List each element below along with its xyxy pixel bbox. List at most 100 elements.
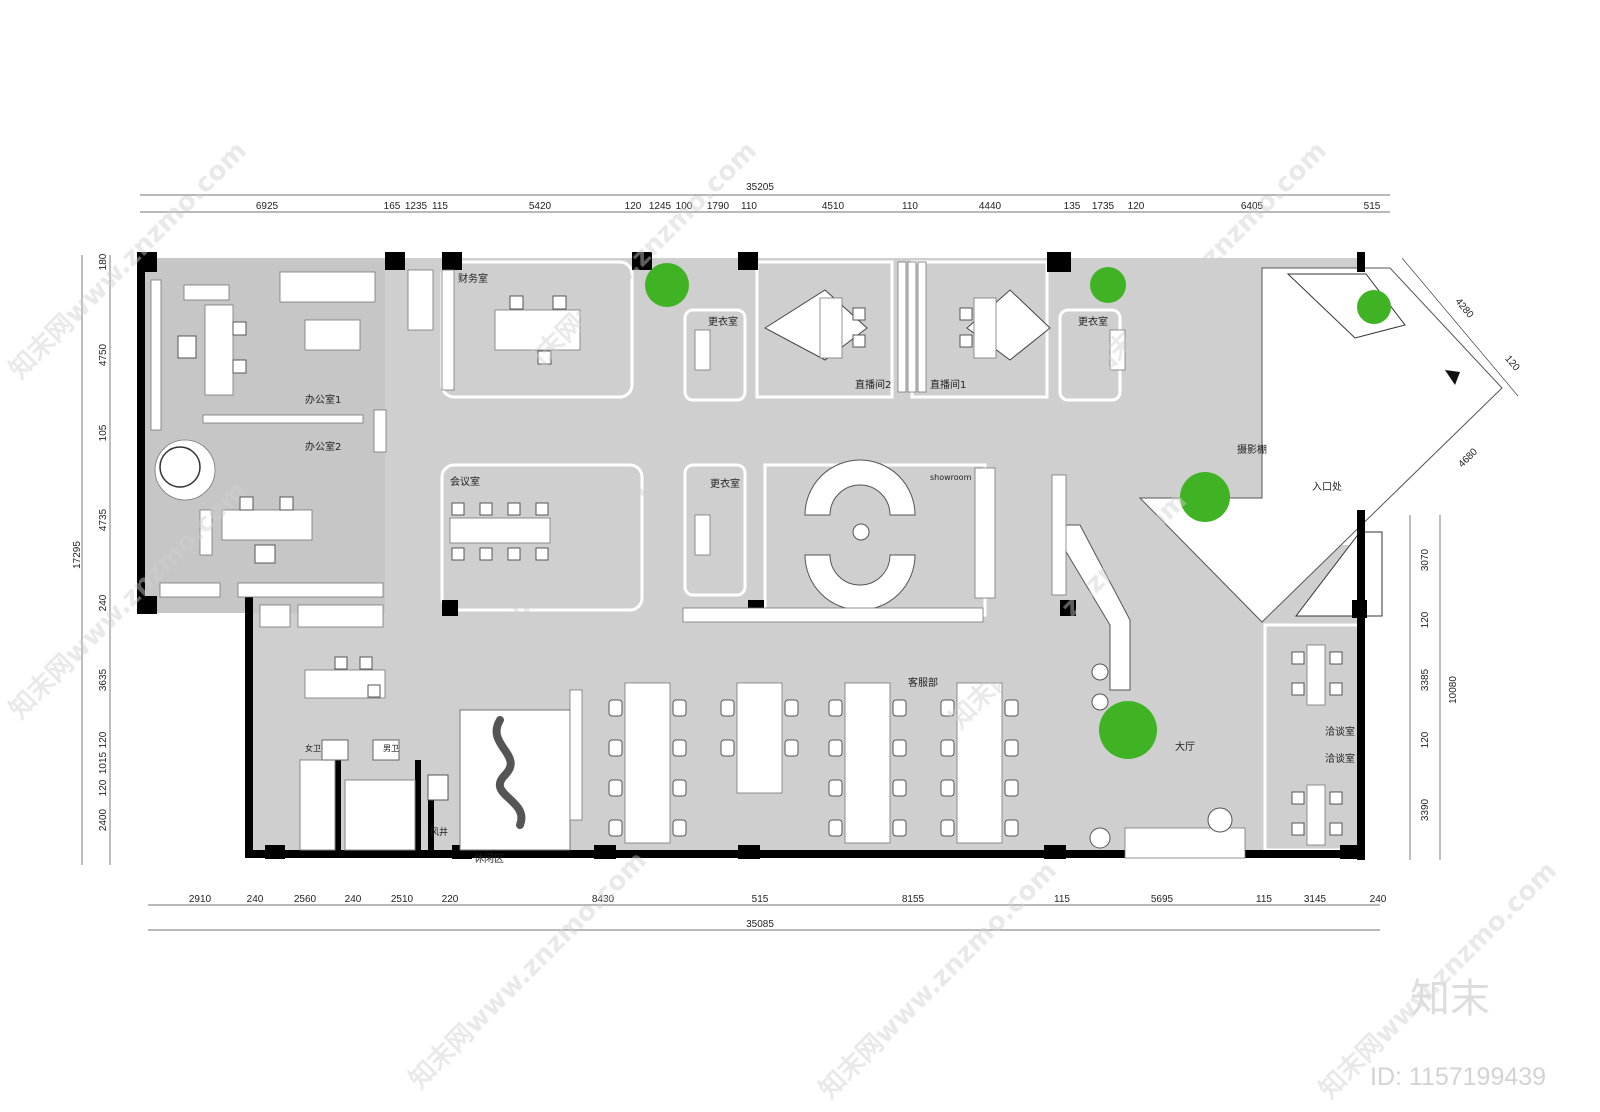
dim-top: 4440 [979, 201, 1002, 212]
room-label-live2: 直播间2 [855, 378, 891, 391]
room-label-changing3: 更衣室 [710, 477, 740, 490]
chair-icon [608, 779, 623, 797]
chair-icon [1004, 739, 1019, 757]
dim-top: 115 [432, 201, 448, 212]
dim-top: 1790 [707, 201, 730, 212]
dim-top: 120 [1128, 201, 1145, 212]
dim-right: 3385 [1420, 668, 1431, 691]
dim-top: 6925 [256, 201, 279, 212]
watermark-brand: 知末 [1410, 976, 1490, 1022]
dim-bottom: 240 [1370, 894, 1387, 905]
dims-right: 3070 120 3385 120 3390 10080 [1420, 548, 1459, 821]
dim-diag: 4280 [1453, 296, 1476, 320]
room-label-changing2: 更衣室 [1078, 315, 1108, 328]
dim-top: 1245 [649, 201, 672, 212]
watermark-text: 知末网www.znzmo.com [814, 856, 1063, 1105]
chair-icon [608, 819, 623, 837]
dim-top: 1235 [405, 201, 428, 212]
chair-icon [892, 699, 907, 717]
dim-right: 3390 [1420, 798, 1431, 821]
chair-icon [672, 699, 687, 717]
dim-bottom: 240 [247, 894, 264, 905]
chair-icon [940, 699, 955, 717]
chair-icon [1004, 699, 1019, 717]
workstation-chairs [608, 699, 1019, 837]
dim-left: 3635 [98, 668, 109, 691]
chair-icon [1004, 819, 1019, 837]
dim-top: 110 [741, 201, 757, 212]
dim-bottom: 2910 [189, 894, 212, 905]
tree-icon [1090, 267, 1126, 303]
chair-icon [672, 739, 687, 757]
room-label-changing1: 更衣室 [708, 315, 738, 328]
dim-top: 110 [902, 201, 918, 212]
entrance-zone [1138, 267, 1503, 623]
dim-top: 6405 [1241, 201, 1264, 212]
dim-left: 105 [98, 424, 109, 441]
dim-diag: 4680 [1456, 446, 1480, 470]
chair-icon [784, 739, 799, 757]
dim-top: 165 [384, 201, 401, 212]
chair-icon [892, 779, 907, 797]
chair-icon [940, 779, 955, 797]
chair-icon [828, 699, 843, 717]
dim-bottom: 8155 [902, 894, 925, 905]
chair-icon [828, 819, 843, 837]
chair-icon [784, 699, 799, 717]
dim-top: 1735 [1092, 201, 1115, 212]
dim-right: 120 [1420, 611, 1431, 628]
chair-icon [892, 819, 907, 837]
dim-right: 120 [1420, 731, 1431, 748]
chair-icon [672, 819, 687, 837]
dim-top: 5420 [529, 201, 552, 212]
room-label-showroom: showroom [930, 473, 972, 482]
chair-icon [608, 699, 623, 717]
chair-icon [940, 739, 955, 757]
chair-icon [608, 739, 623, 757]
dim-bottom: 115 [1054, 894, 1070, 905]
dim-left: 2400 [98, 808, 109, 831]
dim-left: 4735 [98, 508, 109, 531]
dim-top-overall: 35205 [746, 182, 774, 193]
dim-bottom: 8430 [592, 894, 615, 905]
dim-top: 100 [676, 201, 693, 212]
dim-bottom: 115 [1256, 894, 1272, 905]
room-label-entrance: 入口处 [1312, 481, 1342, 493]
watermark-text: 知末网www.znzmo.com [404, 846, 653, 1095]
room-labels: 办公室1 办公室2 财务室 更衣室 直播间2 直播间1 更衣室 摄影棚 入口处 … [305, 272, 1355, 865]
dim-diag: 120 [1502, 353, 1521, 373]
furniture [150, 261, 1343, 859]
room-label-female-wc: 女卫 [305, 743, 321, 753]
watermark-id: ID: 1157199439 [1370, 1063, 1546, 1091]
chair-icon [720, 699, 735, 717]
dim-left: 120 [98, 731, 109, 748]
chair-icon [828, 779, 843, 797]
dim-bottom: 240 [345, 894, 362, 905]
walls [137, 252, 1367, 860]
room-label-office2: 办公室2 [305, 440, 341, 453]
dim-bottom: 3145 [1304, 894, 1327, 905]
tree-icon [1357, 290, 1391, 324]
dim-left-overall: 17295 [72, 541, 83, 569]
chair-icon [1004, 779, 1019, 797]
room-label-live1: 直播间1 [930, 378, 966, 391]
dims-bottom: 2910 240 2560 240 2510 220 8430 515 8155… [189, 894, 1387, 905]
tree-icon [645, 263, 689, 307]
room-label-negotiation1: 洽谈室 [1325, 725, 1355, 738]
room-label-customer-service: 客服部 [908, 676, 938, 689]
dim-left: 4750 [98, 343, 109, 366]
dims-left: 180 4750 105 4735 240 3635 120 1015 120 … [72, 253, 109, 831]
room-label-finance: 财务室 [458, 272, 488, 285]
dim-top: 135 [1064, 201, 1081, 212]
dim-bottom: 220 [442, 894, 459, 905]
room-label-leisure: 休闲区 [474, 852, 504, 865]
dim-bottom: 2510 [391, 894, 414, 905]
dim-right: 3070 [1420, 548, 1431, 571]
room-label-lobby: 大厅 [1175, 740, 1195, 753]
dim-bottom: 515 [752, 894, 769, 905]
room-label-studio: 摄影棚 [1237, 443, 1267, 456]
dim-right-overall: 10080 [1448, 676, 1459, 704]
chair-icon [672, 779, 687, 797]
dim-bottom: 5695 [1151, 894, 1174, 905]
